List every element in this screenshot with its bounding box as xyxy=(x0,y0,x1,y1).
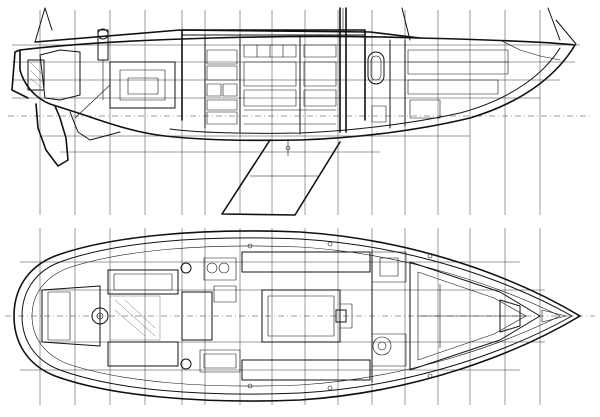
bow-stem-detail xyxy=(499,39,561,61)
plan-hull-outline xyxy=(13,230,581,402)
plan-head xyxy=(371,251,407,367)
winch-icon xyxy=(97,28,109,40)
galley-cabinets xyxy=(206,49,238,125)
plan-helm-icon xyxy=(91,307,109,325)
plan-v-berth xyxy=(409,261,541,371)
plan-winch-stbd-icon xyxy=(180,358,192,370)
engine-block xyxy=(119,69,166,101)
inboard-profile-view xyxy=(8,7,590,216)
saloon-panelling xyxy=(243,44,337,125)
forward-cabin-berth xyxy=(371,49,509,123)
cockpit-hatching xyxy=(29,61,43,89)
keel-fin xyxy=(221,139,341,216)
hull-inner-liner xyxy=(169,47,561,134)
stern-transom xyxy=(11,49,29,99)
mast xyxy=(339,7,347,133)
stern-pulpit xyxy=(34,7,53,43)
plan-saloon-table-leaf xyxy=(267,295,335,337)
accommodation-plan-view xyxy=(5,228,595,405)
plan-locker-port xyxy=(107,269,179,295)
plan-deck-edge xyxy=(31,245,561,387)
rudder-skeg xyxy=(69,111,121,141)
porthole-window xyxy=(367,51,385,85)
cockpit-well xyxy=(39,49,81,101)
forestay xyxy=(401,7,411,41)
hull-profile-bottom xyxy=(19,44,576,142)
plan-cockpit xyxy=(41,285,101,347)
rudder xyxy=(35,103,69,167)
plan-stanchion-icon xyxy=(327,385,333,391)
plan-locker-stbd xyxy=(107,341,179,367)
bow-pulpit xyxy=(547,7,577,45)
plan-nav-station xyxy=(199,349,241,373)
plan-toe-rail xyxy=(21,237,573,395)
cockpit-locker xyxy=(27,59,45,91)
plan-helm-hub xyxy=(96,312,104,320)
plan-companionway xyxy=(181,291,213,341)
plan-saloon-settee-port xyxy=(241,251,371,273)
plan-cockpit-seat-port xyxy=(47,291,71,341)
plan-stanchion-icon xyxy=(327,241,333,247)
porthole-inner xyxy=(370,55,382,81)
plan-winch-port-icon xyxy=(180,262,192,274)
plan-station-lines xyxy=(39,228,541,405)
plan-galley xyxy=(203,257,237,303)
plan-v-berth-cushion xyxy=(417,271,527,361)
plan-v-berth-divider xyxy=(417,283,527,349)
engine-box xyxy=(109,61,176,109)
plan-stanchion-icon xyxy=(427,253,433,259)
plan-saloon-table xyxy=(261,289,341,343)
prop-shaft xyxy=(74,84,111,119)
plan-forward-hatch xyxy=(499,299,521,333)
plan-saloon-settee-stbd xyxy=(241,359,371,381)
cabin-trunk xyxy=(181,29,366,121)
plan-mast-step xyxy=(335,309,347,323)
plan-cockpit-hatch xyxy=(109,295,161,341)
plan-locker-port-lid xyxy=(113,273,173,291)
plan-anchor-locker xyxy=(541,309,567,323)
plan-stanchion-icon xyxy=(247,383,253,389)
plan-stanchion-icon xyxy=(427,373,433,379)
profile-station-lines xyxy=(39,10,541,215)
plan-stanchion-icon xyxy=(247,243,253,249)
plan-saloon-floor xyxy=(339,303,353,329)
